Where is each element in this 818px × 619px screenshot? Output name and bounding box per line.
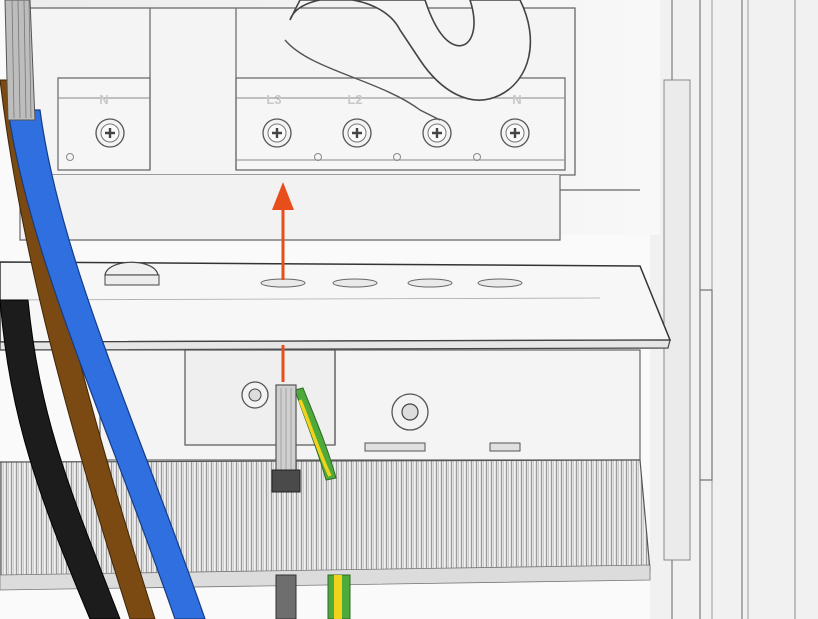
phillips-screw-icon	[501, 119, 529, 147]
housing-wall-right	[650, 0, 818, 619]
torx-screw-icon	[242, 382, 268, 408]
terminal-block: N L3 L2 N	[20, 0, 660, 240]
phillips-screw-icon	[423, 119, 451, 147]
phillips-screw-icon	[96, 119, 124, 147]
phillips-screw-icon	[343, 119, 371, 147]
terminal-label-l2: L2	[347, 92, 362, 107]
lower-housing	[100, 350, 640, 460]
terminal-label-l3: L3	[266, 92, 281, 107]
torx-screw-icon	[392, 394, 428, 430]
terminal-label-n-right: N	[512, 92, 521, 107]
terminal-label-n-left: N	[99, 92, 108, 107]
phillips-screw-icon	[263, 119, 291, 147]
